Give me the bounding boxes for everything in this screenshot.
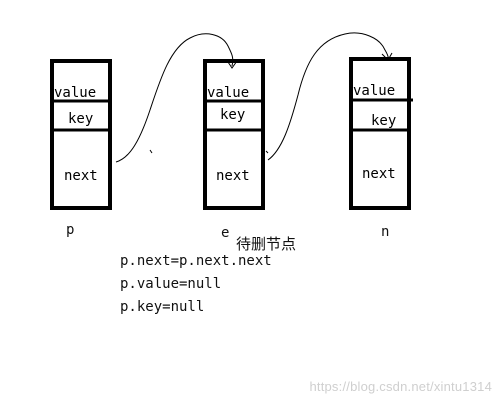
node-n-value-label: value xyxy=(353,83,395,99)
stray-mark-2 xyxy=(265,150,269,154)
node-e-box xyxy=(203,59,265,210)
node-e-value-label: value xyxy=(207,85,249,101)
pointer-e-to-n xyxy=(267,32,389,161)
node-e-key-label: key xyxy=(220,107,245,123)
node-p-name: p xyxy=(66,222,75,238)
node-n-box xyxy=(349,57,411,210)
node-p-key-label: key xyxy=(68,111,93,127)
pointer-e-to-n-head xyxy=(381,52,393,61)
node-n-next-label: next xyxy=(362,166,396,182)
pointer-p-to-e-head xyxy=(227,60,238,69)
stray-mark xyxy=(149,149,153,154)
code-line-1: p.next=p.next.next xyxy=(120,253,272,269)
node-p-value-label: value xyxy=(54,85,96,101)
code-line-2: p.value=null xyxy=(120,276,222,292)
node-e-name: e xyxy=(221,225,230,241)
node-n-name: n xyxy=(381,224,390,240)
node-e: value key next xyxy=(203,59,265,210)
node-to-delete-caption: 待删节点 xyxy=(236,235,297,253)
pointer-p-to-e xyxy=(115,33,234,163)
node-p: value key next xyxy=(50,59,112,210)
watermark-text: https://blog.csdn.net/xintu1314 xyxy=(309,379,492,394)
node-n-key-label: key xyxy=(371,113,396,129)
code-line-3: p.key=null xyxy=(120,299,205,315)
node-p-box xyxy=(50,59,112,210)
node-n: value key next xyxy=(349,57,413,210)
node-e-next-label: next xyxy=(216,168,250,184)
node-p-next-label: next xyxy=(64,168,98,184)
